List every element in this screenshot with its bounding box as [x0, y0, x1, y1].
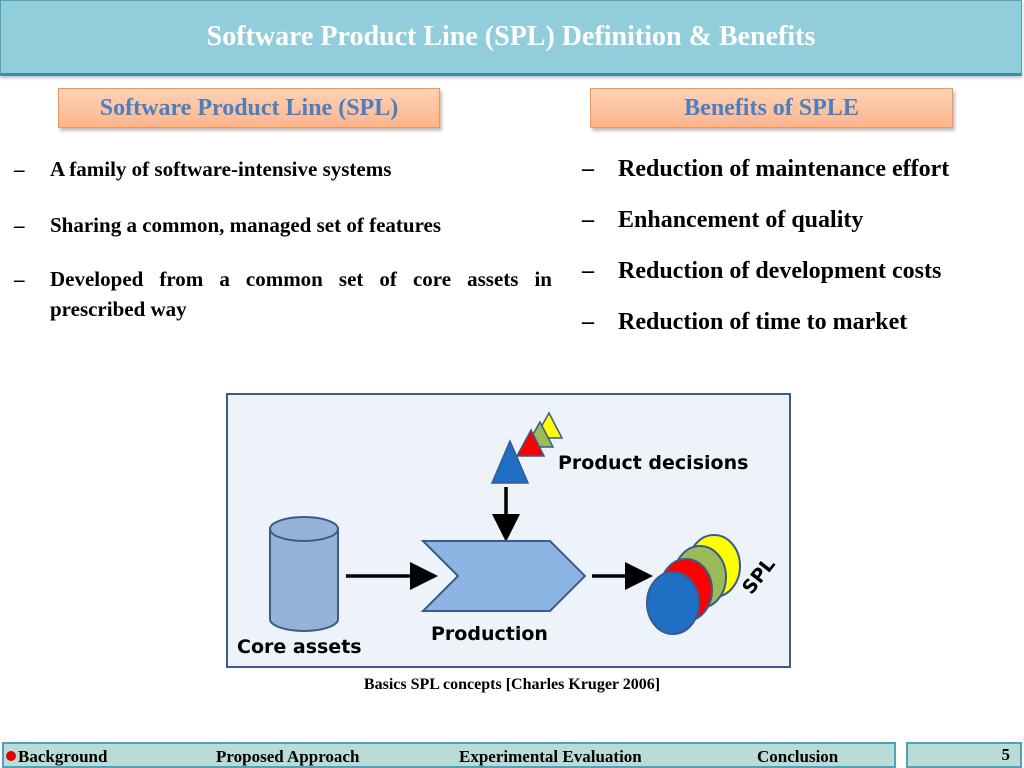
list-item-text: Developed from a common set of core asse… [50, 267, 552, 321]
blue-product-icon [646, 571, 700, 635]
figure-caption: Basics SPL concepts [Charles Kruger 2006… [363, 676, 661, 693]
list-item: – Developed from a common set of core as… [14, 264, 552, 324]
list-item-text: A family of software-intensive systems [50, 157, 392, 181]
nav-conclusion[interactable]: Conclusion [757, 747, 839, 766]
dash-bullet: – [14, 213, 25, 237]
list-item: – A family of software-intensive systems [14, 152, 552, 186]
list-item: – Reduction of maintenance effort [582, 152, 1022, 187]
nav-experimental-evaluation[interactable]: Experimental Evaluation [459, 747, 642, 766]
list-item-text: Sharing a common, managed set of feature… [50, 213, 442, 237]
spl-header-box: Software Product Line (SPL) [58, 88, 440, 128]
list-item: – Reduction of development costs [582, 254, 1022, 289]
core-assets-label: Core assets [237, 636, 362, 658]
list-item-text: Enhancement of quality [618, 207, 864, 233]
list-item-text: Reduction of maintenance effort [618, 156, 950, 182]
page-number: 5 [906, 742, 1022, 768]
dash-bullet: – [582, 258, 594, 284]
production-label: Production [431, 623, 548, 645]
product-decisions-label: Product decisions [558, 452, 749, 474]
list-item-text: Reduction of time to market [618, 309, 908, 335]
current-section-dot-icon [6, 751, 16, 761]
list-item: – Sharing a common, managed set of featu… [14, 208, 552, 242]
dash-bullet: – [14, 267, 25, 291]
benefits-header-box: Benefits of SPLE [590, 88, 953, 128]
benefits-list: – Reduction of maintenance effort – Enha… [582, 152, 1022, 356]
blue-triangle-icon [490, 439, 530, 484]
dash-bullet: – [582, 156, 594, 182]
red-triangle-icon [515, 428, 546, 457]
nav-proposed-approach[interactable]: Proposed Approach [216, 747, 360, 766]
title-bar: Software Product Line (SPL) Definition &… [0, 0, 1022, 76]
list-item: – Enhancement of quality [582, 203, 1022, 238]
dash-bullet: – [582, 309, 594, 335]
list-item-text: Reduction of development costs [618, 258, 942, 284]
nav-background[interactable]: Background [6, 747, 107, 767]
diagram-canvas [269, 411, 741, 635]
database-cylinder-icon [269, 516, 339, 632]
production-chevron-icon [420, 540, 587, 612]
nav-background-label: Background [18, 747, 108, 766]
list-item: – Reduction of time to market [582, 305, 1022, 340]
dash-bullet: – [14, 157, 25, 181]
slide-title: Software Product Line (SPL) Definition &… [206, 21, 816, 52]
dash-bullet: – [582, 207, 594, 233]
spl-concept-diagram: Product decisions Production Core assets… [226, 393, 791, 668]
spl-definition-list: – A family of software-intensive systems… [14, 152, 552, 324]
footer-nav-bar: Background Proposed Approach Experimenta… [2, 742, 896, 768]
